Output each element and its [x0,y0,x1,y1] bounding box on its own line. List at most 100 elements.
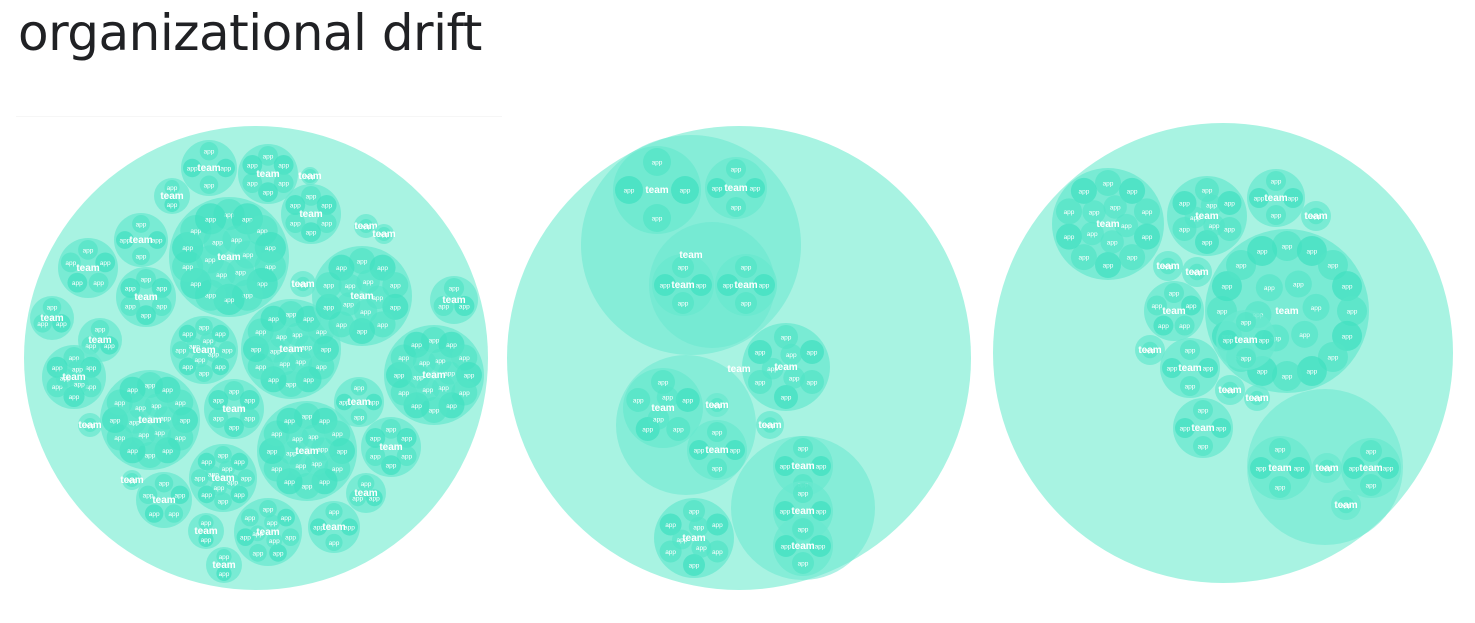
app-label: app [175,435,186,442]
app-label: app [145,453,156,460]
app-label: app [337,449,348,456]
app-label: app [263,153,274,160]
app-node [277,508,295,527]
team-label: team [350,291,373,302]
app-node [1226,250,1257,281]
team-label: team [279,344,302,355]
team-label: team [791,541,814,552]
app-label: app [247,181,258,188]
app-node [1070,244,1097,271]
app-node [269,544,287,562]
app-node [647,407,670,430]
team-label: team [222,404,245,415]
app-node [1247,235,1278,266]
team-label: team [791,461,814,472]
app-label: app [1225,388,1236,395]
team-label: team [645,185,668,196]
app-node [1080,221,1104,246]
app-label: app [52,384,63,391]
app-node [264,514,281,531]
app-node [200,332,217,349]
app-label: app [187,166,198,173]
app-node [672,292,694,314]
app-node [365,489,383,507]
app-label: app [444,371,455,378]
app-label: app [257,228,268,235]
app-node [349,248,375,274]
team-label: team [705,400,728,411]
app-node [198,515,214,531]
app-node [1343,457,1365,479]
app-label: app [74,381,85,388]
app-label: app [175,348,186,355]
app-label: app [1202,240,1213,247]
app-node [396,446,417,466]
app-node [1146,295,1167,316]
app-label: app [229,425,240,432]
app-label: app [215,364,226,371]
app-label: app [1206,203,1217,210]
app-node [717,274,739,296]
app-label: app [652,160,663,167]
app-label: app [1202,188,1213,195]
app-node [1302,293,1330,321]
team-node [1160,338,1220,398]
app-label: app [344,525,355,532]
app-node [258,146,278,166]
team-node [1341,438,1401,498]
app-label: app [1209,223,1220,230]
app-label: app [316,329,327,336]
team-label: team [120,475,143,486]
app-node [349,318,375,344]
app-label: app [201,520,212,527]
app-label: app [284,479,295,486]
app-label: app [1342,284,1353,291]
app-label: app [278,181,289,188]
app-label: app [429,338,440,345]
app-label: app [302,484,313,491]
app-label: app [368,400,379,407]
team-label: team [671,280,694,291]
app-node [1250,457,1272,479]
app-node [88,272,109,293]
app-label: app [242,293,253,300]
app-label: app [286,382,297,389]
app-node [691,537,712,558]
app-label: app [85,365,96,372]
app-label: app [696,283,707,290]
app-label: app [781,395,792,402]
app-node [1337,496,1355,514]
app-node [793,438,813,458]
app-label: app [1103,181,1114,188]
app-node [792,518,814,540]
app-node [1181,295,1202,316]
app-node [67,272,88,293]
app-label: app [218,499,229,506]
app-node [1236,348,1256,368]
app-node [775,456,795,476]
app-label: app [69,394,80,401]
app-label: app [255,329,266,336]
app-node [672,256,694,278]
app-label: app [127,478,138,485]
app-label: app [1064,234,1075,241]
app-label: app [1078,255,1089,262]
app-node [186,337,203,354]
app-node [216,549,232,565]
app-label: app [269,538,280,545]
app-node [285,213,306,233]
app-label: app [665,522,676,529]
app-node [615,176,643,204]
app-node [1218,330,1238,350]
app-node [710,398,724,412]
app-node [1221,381,1239,399]
app-node [281,528,300,546]
app-label: app [1306,248,1317,255]
app-label: app [285,535,296,542]
app-label: app [290,202,301,209]
app-node [377,227,391,241]
app-label: app [798,446,809,453]
team-label: team [758,420,781,431]
app-node [325,533,343,551]
app-label: app [160,416,171,423]
